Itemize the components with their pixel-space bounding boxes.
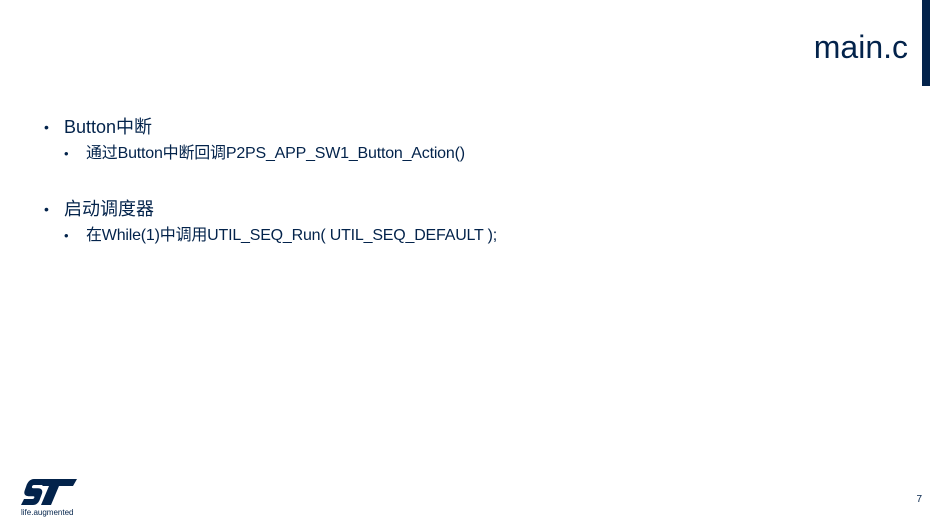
bullet-dot-icon: • [44,119,49,135]
bullet-dot-icon: • [64,146,69,161]
bullet-text: Button中断 [64,117,153,137]
title-accent-bar [922,0,930,86]
bullet-group-scheduler: • 启动调度器 • 在While(1)中调用UTIL_SEQ_Run( UTIL… [42,195,862,249]
bullet-item: • Button中断 [42,113,862,141]
sub-bullet-text: 在While(1)中调用UTIL_SEQ_Run( UTIL_SEQ_DEFAU… [86,227,497,244]
brand-tagline: life.augmented [21,508,74,517]
bullet-dot-icon: • [64,228,69,243]
slide-content: • Button中断 • 通过Button中断回调P2PS_APP_SW1_Bu… [42,113,862,277]
st-logo-icon [21,475,81,519]
sub-bullet-text: 通过Button中断回调P2PS_APP_SW1_Button_Action() [86,145,465,162]
page-number: 7 [916,494,922,505]
bullet-group-button-interrupt: • Button中断 • 通过Button中断回调P2PS_APP_SW1_Bu… [42,113,862,167]
sub-bullet-item: • 在While(1)中调用UTIL_SEQ_Run( UTIL_SEQ_DEF… [42,223,862,249]
bullet-item: • 启动调度器 [42,195,862,223]
bullet-text: 启动调度器 [64,199,154,219]
slide-title: main.c [813,29,908,65]
bullet-dot-icon: • [44,201,49,217]
sub-bullet-item: • 通过Button中断回调P2PS_APP_SW1_Button_Action… [42,141,862,167]
